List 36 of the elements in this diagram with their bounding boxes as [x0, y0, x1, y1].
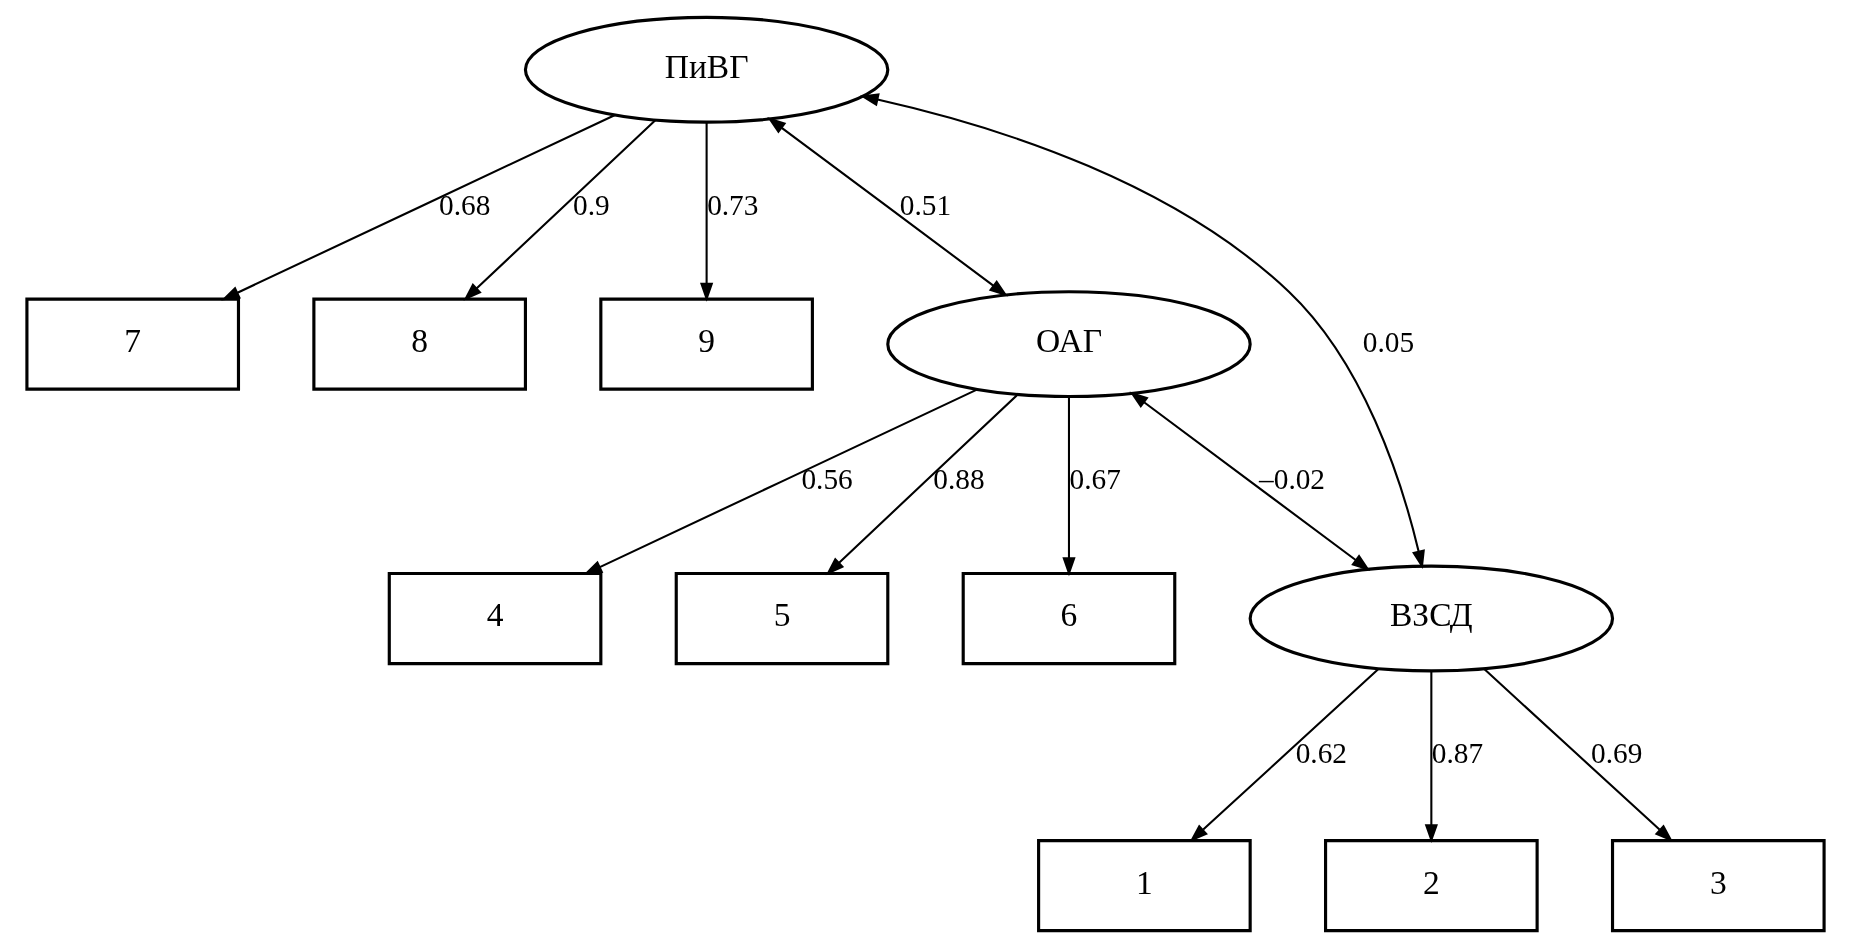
- node-ellipse: ВЗСД: [1248, 564, 1615, 672]
- edge-label: 0.62: [1295, 736, 1348, 769]
- edge-label: 0.69: [1591, 736, 1643, 769]
- edge-label: 0.05: [1362, 325, 1415, 358]
- node-ellipse: ОАГ: [886, 289, 1252, 398]
- edge-label: 0.73: [707, 188, 759, 221]
- arrow: [767, 116, 1008, 296]
- edge-label: 0.56: [801, 462, 853, 495]
- node-ellipse: ПиВГ: [523, 15, 890, 124]
- arrow: [1483, 667, 1674, 842]
- node-box: 3: [1610, 838, 1826, 932]
- node-box: 2: [1324, 838, 1539, 932]
- arrow: [583, 387, 978, 575]
- arrow: [1129, 390, 1371, 571]
- node-box: 8: [312, 297, 527, 391]
- node-box: 6: [961, 571, 1177, 665]
- arrow: [825, 393, 1019, 575]
- edge-label: 0.51: [899, 188, 952, 221]
- node-box: 4: [387, 571, 603, 665]
- arrow: [1189, 667, 1380, 842]
- arrow: [700, 122, 714, 302]
- edge-label: –0.02: [1259, 462, 1326, 495]
- arrow: [1424, 670, 1438, 843]
- arrow: [463, 118, 657, 301]
- arrow: [221, 113, 616, 300]
- node-box: 1: [1037, 838, 1252, 932]
- edge-label: 0.88: [933, 462, 985, 495]
- node-box: 7: [25, 297, 241, 391]
- node-box: 5: [674, 571, 890, 665]
- edge-label: 0.68: [439, 188, 491, 221]
- arrow: [859, 92, 1425, 569]
- node-box: 9: [599, 297, 814, 391]
- edge-label: 0.87: [1431, 736, 1484, 769]
- edge-label: 0.67: [1069, 462, 1121, 495]
- arrow: [1062, 396, 1076, 576]
- edge-label: 0.9: [573, 188, 610, 221]
